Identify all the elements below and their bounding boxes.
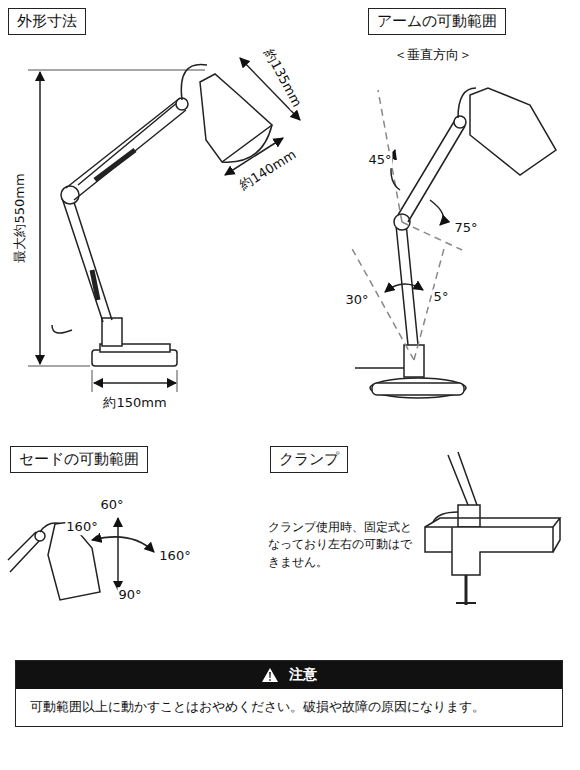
- angle-label: 90°: [117, 587, 142, 603]
- angle-label: 5°: [433, 289, 450, 305]
- caution-text: 可動範囲以上に動かすことはおやめください。破損や故障の原因になります。: [16, 689, 562, 726]
- header-text: クランプ: [279, 450, 339, 469]
- header-text: セードの可動範囲: [19, 450, 139, 469]
- dimension-label: 約135mm: [261, 46, 305, 111]
- section-header: セードの可動範囲: [10, 446, 148, 473]
- dimension-label: 約140mm: [236, 146, 300, 194]
- angle-label: 75°: [453, 220, 478, 236]
- section-header: クランプ: [270, 446, 348, 473]
- angle-label: 60°: [99, 497, 124, 513]
- note-label: クランプ使用時、固定式となっており左右の可動はできません。: [267, 519, 419, 571]
- warning-icon: [261, 667, 279, 683]
- angle-label: 30°: [344, 292, 369, 308]
- subtitle-label: ＜垂直方向＞: [393, 47, 473, 63]
- header-text: 外形寸法: [17, 12, 77, 31]
- header-text: アームの可動範囲: [377, 12, 497, 31]
- section-header: アームの可動範囲: [368, 8, 506, 35]
- angle-label: 45°: [367, 152, 392, 168]
- angle-label: 160°: [65, 519, 98, 535]
- caution-title: 注意: [289, 666, 317, 684]
- section-header: 外形寸法: [8, 8, 86, 35]
- dimension-label: 約150mm: [102, 395, 167, 411]
- angle-label: 160°: [158, 548, 191, 564]
- dimension-label: 最大約550mm: [12, 172, 28, 263]
- caution-bar: 注意: [16, 661, 562, 689]
- caution-box: 注意可動範囲以上に動かすことはおやめください。破損や故障の原因になります。: [15, 660, 563, 727]
